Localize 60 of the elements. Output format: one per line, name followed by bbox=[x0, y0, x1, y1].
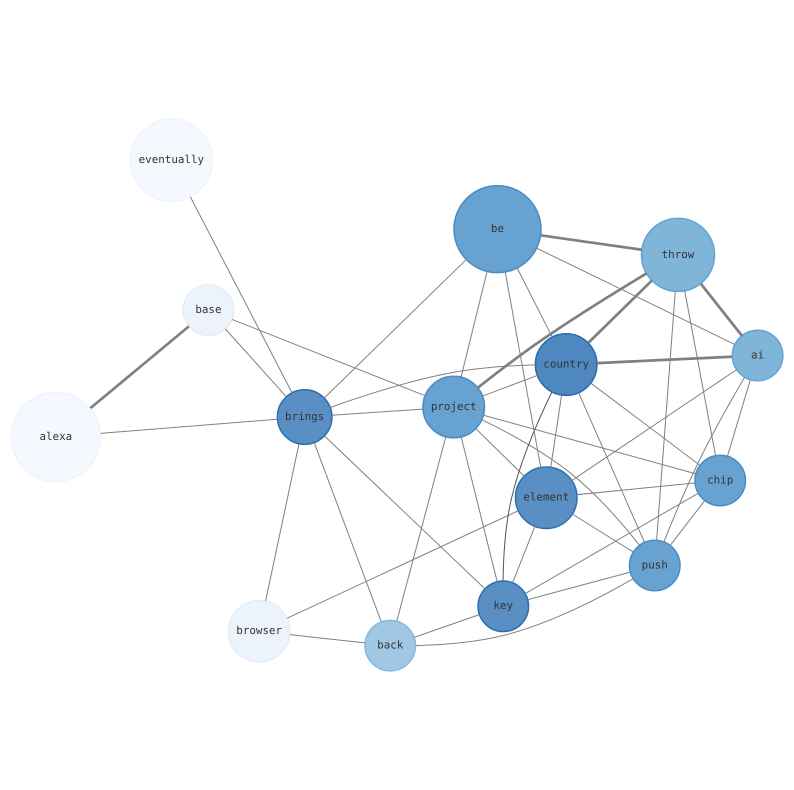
connector bbox=[727, 380, 751, 456]
connector bbox=[416, 578, 634, 646]
connector bbox=[324, 436, 486, 590]
connector bbox=[290, 634, 366, 644]
connector bbox=[100, 418, 278, 434]
connector bbox=[504, 272, 542, 468]
connector bbox=[476, 428, 525, 477]
node-circle: back bbox=[364, 620, 416, 672]
node-circle: browser bbox=[228, 600, 291, 663]
connector bbox=[550, 394, 562, 468]
connector bbox=[525, 492, 698, 594]
connector bbox=[287, 510, 518, 619]
connector bbox=[332, 408, 423, 416]
connector bbox=[460, 436, 498, 582]
connector bbox=[572, 514, 634, 552]
connector bbox=[512, 526, 536, 583]
connector bbox=[224, 328, 286, 397]
connector bbox=[700, 282, 743, 336]
connector bbox=[482, 374, 538, 397]
node-circle: element bbox=[514, 466, 578, 530]
connector bbox=[330, 364, 536, 408]
connector bbox=[540, 234, 642, 252]
node-circle: alexa bbox=[10, 391, 102, 482]
connector bbox=[528, 572, 630, 600]
connector bbox=[596, 355, 732, 364]
connector bbox=[232, 318, 426, 396]
node-circle: be bbox=[453, 184, 542, 274]
connector bbox=[516, 268, 553, 338]
connector bbox=[477, 272, 648, 389]
connector bbox=[684, 290, 716, 456]
connector bbox=[265, 444, 300, 602]
connector bbox=[90, 325, 190, 410]
node-circle: ai bbox=[732, 330, 784, 382]
connector bbox=[396, 436, 446, 622]
node-circle: key bbox=[477, 580, 530, 632]
node-circle: eventually bbox=[130, 118, 214, 202]
connector bbox=[576, 482, 695, 496]
connector bbox=[663, 377, 745, 542]
connector bbox=[656, 291, 676, 540]
connector bbox=[571, 369, 737, 481]
connector bbox=[536, 248, 735, 345]
node-circle: country bbox=[534, 332, 598, 396]
connector bbox=[578, 392, 645, 542]
node-circle: project bbox=[422, 375, 486, 439]
node-circle: chip bbox=[694, 454, 746, 506]
connector bbox=[483, 414, 696, 474]
connector bbox=[670, 500, 706, 546]
connector bbox=[590, 382, 700, 466]
node-circle: push bbox=[628, 539, 681, 592]
node-circle: brings bbox=[276, 389, 333, 446]
connector bbox=[324, 259, 467, 398]
connector bbox=[460, 271, 488, 378]
connector bbox=[502, 392, 552, 581]
connector bbox=[190, 196, 292, 393]
connector bbox=[482, 419, 640, 546]
node-circle: base bbox=[182, 284, 234, 336]
connector bbox=[414, 614, 480, 638]
connector bbox=[314, 442, 382, 622]
node-circle: throw bbox=[640, 218, 716, 292]
connector bbox=[587, 280, 653, 344]
